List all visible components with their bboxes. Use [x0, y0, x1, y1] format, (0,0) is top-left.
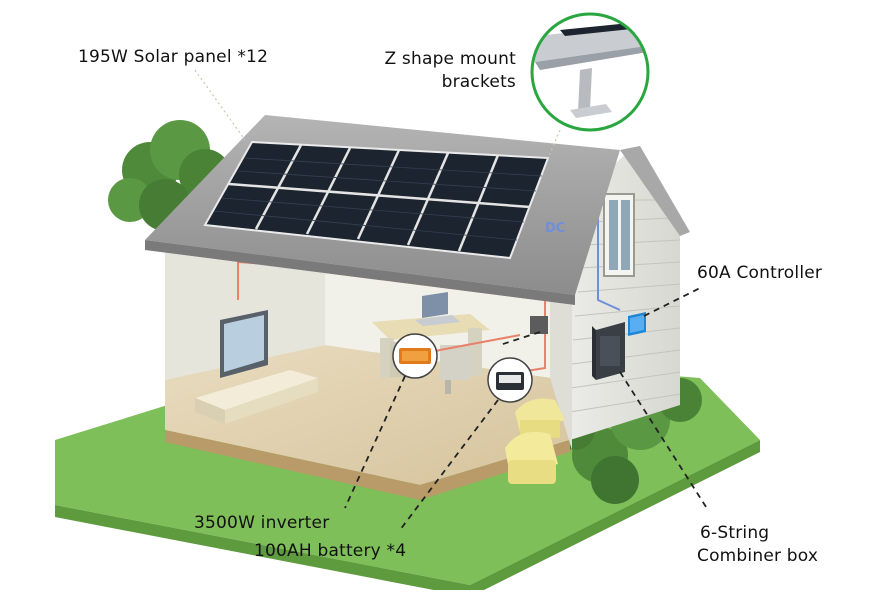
mount-bracket-label-line1: Z shape mount [384, 49, 516, 69]
dc-label: DC [545, 221, 565, 236]
z-bracket-callout [530, 12, 650, 132]
laptop [415, 292, 460, 326]
combiner-box [592, 322, 625, 380]
television [220, 310, 268, 378]
inverter-label: 3500W inverter [194, 513, 330, 533]
leader-lines [344, 287, 709, 531]
inverter-callout [392, 333, 438, 379]
solar-panel-label: 195W Solar panel *12 [78, 47, 269, 67]
mount-bracket-label-line2: brackets [441, 72, 516, 92]
roof-fascia [145, 240, 575, 305]
floor-edge [165, 430, 570, 500]
tv-cabinet [195, 370, 318, 424]
interior-junction-box [530, 316, 548, 334]
controller-label: 60A Controller [697, 263, 823, 283]
dotted-leaders [194, 69, 561, 159]
roof-gable-edge [620, 146, 690, 236]
combiner-label-line1: 6-String [700, 523, 770, 543]
solar-array [203, 140, 550, 260]
combiner-label-line2: Combiner box [697, 546, 819, 566]
chair [440, 345, 470, 394]
gable-window [603, 193, 635, 277]
battery-callout [487, 357, 533, 403]
charge-controller [628, 312, 646, 336]
grass-edge [55, 440, 760, 594]
armchair-front [505, 431, 558, 484]
battery-label: 100AH battery *4 [254, 541, 407, 561]
